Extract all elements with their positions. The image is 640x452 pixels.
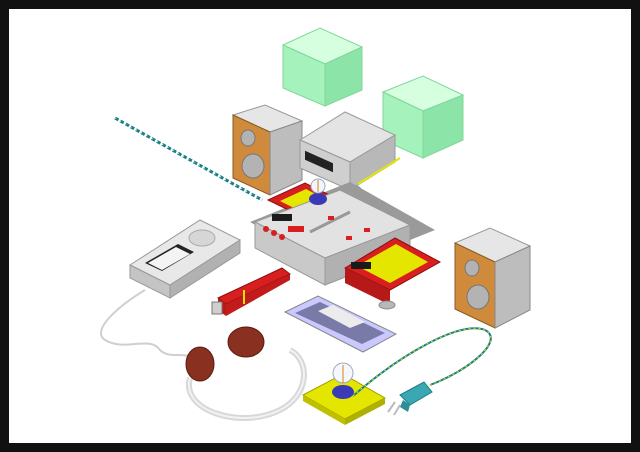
light-bulb-small	[309, 178, 327, 205]
green-cube-left	[281, 27, 364, 107]
usb-drive	[211, 267, 291, 316]
euro-banknote	[283, 295, 398, 353]
power-cable	[352, 327, 492, 397]
mp3-player	[128, 219, 242, 299]
green-cube-right	[381, 75, 465, 159]
antenna-cable	[114, 116, 263, 202]
power-plug	[387, 381, 433, 416]
speaker-right	[453, 227, 532, 329]
mixer-console	[250, 182, 442, 310]
speaker-left	[231, 104, 304, 196]
headphones-cable	[100, 289, 196, 361]
scene	[100, 27, 532, 425]
headphones	[185, 326, 307, 421]
desk-lamp	[301, 362, 387, 425]
illustration-frame	[9, 9, 631, 443]
